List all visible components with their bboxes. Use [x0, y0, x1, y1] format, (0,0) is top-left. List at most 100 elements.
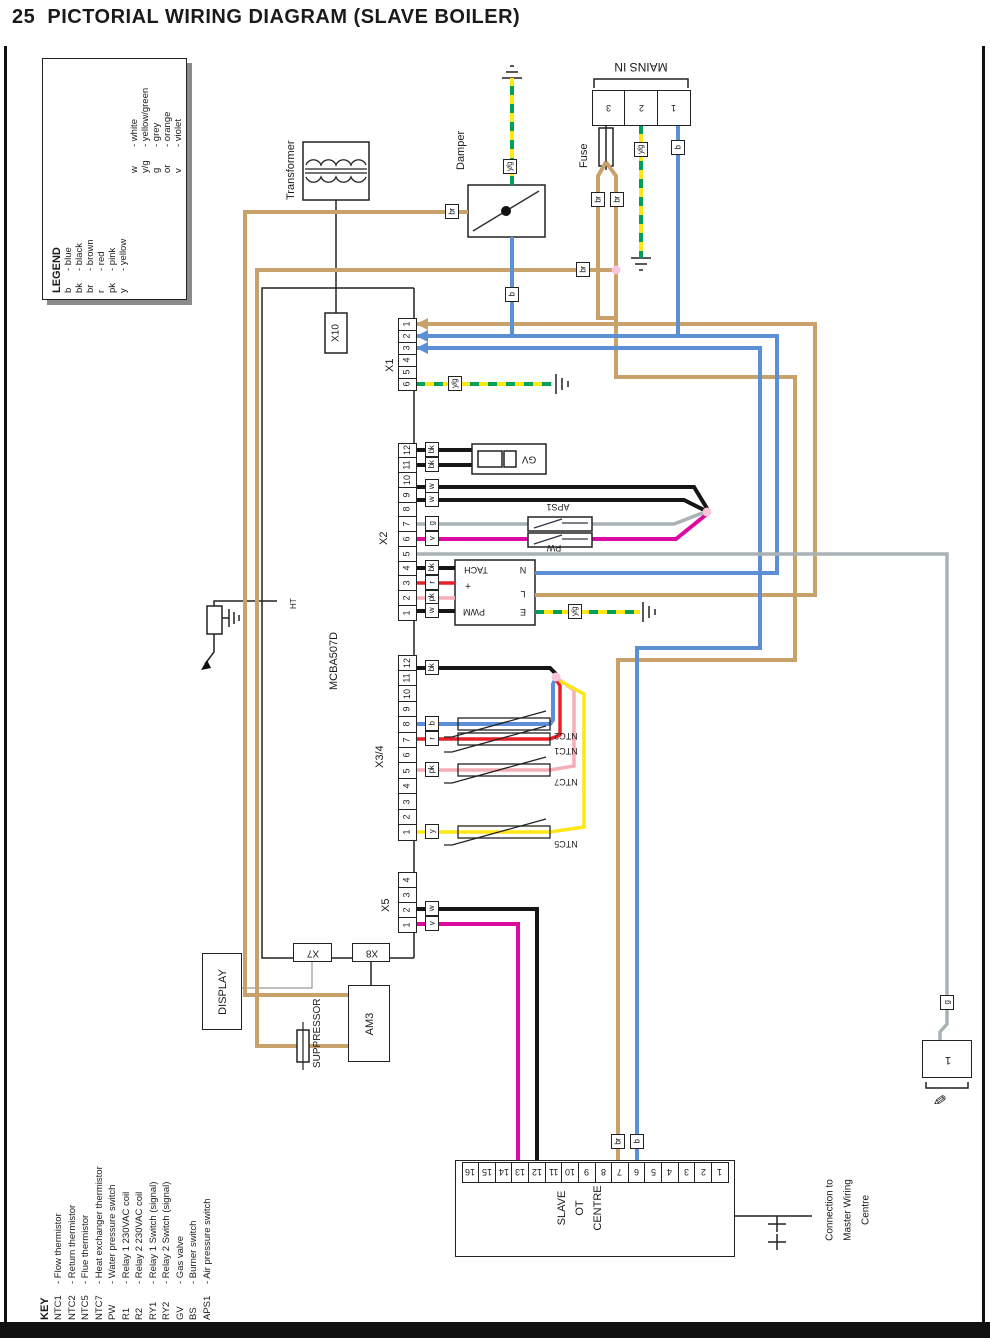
wire-color-label: bk: [425, 457, 439, 472]
legend-row: g- grey: [151, 122, 162, 173]
terminal-cell: 4: [397, 777, 417, 795]
fan-box: [454, 559, 536, 626]
mains-bracket: [593, 78, 689, 88]
ntc5-label: NTC5: [554, 839, 578, 849]
terminal-cell: 13: [511, 1161, 529, 1183]
key-row: RY1- Relay 1 Switch (signal): [147, 1181, 159, 1320]
wire-color-label: r: [425, 575, 439, 590]
ntc2-strike: [444, 710, 547, 738]
legend-row: or- orange: [162, 111, 173, 173]
fan-plus-label: +: [465, 579, 471, 591]
outdoor-sensor-plug-label: 1: [944, 1054, 952, 1066]
wire-color-label: br: [445, 204, 459, 219]
pw-label: PW: [546, 543, 562, 553]
terminal-cell: 6: [397, 747, 417, 764]
aps1-label: APS1: [546, 502, 570, 512]
terminal-cell: 10: [397, 685, 417, 702]
terminal-cell: 12: [397, 442, 417, 459]
legend-row: v- violet: [173, 119, 184, 173]
terminal-cell: 2: [397, 590, 417, 606]
wire-color-label: b: [425, 716, 439, 731]
transformer-winding-top: [305, 159, 367, 167]
x34-label: X3/4: [374, 745, 386, 768]
terminal-cell: 3: [677, 1161, 696, 1183]
arrow-brown-x1: [416, 318, 428, 330]
wire-color-label: b: [630, 1134, 644, 1149]
wire-blue-x1-to-ot6: [416, 346, 762, 1162]
key-row: NTC2- Return thermistor: [66, 1204, 78, 1320]
junction-dot-switches: [702, 507, 712, 517]
wire-color-label: y: [425, 824, 439, 839]
wire-color-label: r: [425, 731, 439, 746]
key-row: NTC1- Flow thermistor: [53, 1213, 64, 1320]
terminal-cell: 1: [397, 604, 417, 621]
legend-row: b- blue: [63, 247, 74, 293]
terminal-cell: 9: [397, 700, 417, 718]
wire-color-label: br: [591, 192, 605, 207]
terminal-cell: 10: [397, 472, 417, 488]
key-row: PW- Water pressure switch: [107, 1184, 118, 1320]
terminal-cell: 2: [397, 901, 417, 918]
wire-color-label: w: [425, 492, 439, 507]
page-border-right: [982, 46, 985, 1326]
ntc1-symbol: [457, 732, 551, 746]
wire-color-label: br: [576, 262, 590, 277]
terminal-cell: 2: [624, 89, 658, 126]
wire-color-label: br: [610, 192, 624, 207]
page-border-bottom: [0, 1322, 990, 1338]
wire-brown-fuse-to-ot7: [604, 160, 797, 1162]
outdoor-sensor-plug-box: 1: [922, 1040, 972, 1078]
fan-tach-label: TACH: [464, 565, 488, 575]
key-row: BS- Burner switch: [188, 1220, 199, 1320]
terminal-cell: 1: [656, 89, 691, 126]
terminal-cell: 2: [397, 808, 417, 826]
wire-brown-fuse-branch: [596, 161, 616, 320]
damper-pivot: [501, 206, 511, 216]
wire-color-label: g: [940, 995, 954, 1010]
ground-icon-damper: [502, 65, 522, 79]
connection-note-line3: Centre: [860, 1194, 872, 1226]
sensor-bracket: [925, 1082, 969, 1089]
wire-violet-x5-to-ot13: [416, 922, 520, 1162]
wire-color-label: v: [425, 531, 439, 546]
wire-color-label: y/g: [448, 376, 462, 391]
wire-color-label: pk: [425, 762, 439, 777]
pw-contact: [533, 534, 588, 545]
ntc5-symbol: [457, 825, 551, 839]
arrow-blue-x1-2: [416, 330, 428, 342]
spark-arrow-icon: [201, 660, 211, 670]
display-to-x7-lead: [242, 962, 313, 989]
x8-label: X8: [365, 947, 379, 959]
display-box: DISPLAY: [202, 953, 242, 1030]
fan-e-label: E: [519, 607, 527, 617]
terminal-cell: 7: [397, 516, 417, 532]
legend-row: br- brown: [85, 239, 96, 293]
key-row: NTC5- Flue thermistor: [80, 1214, 91, 1320]
ground-icon-x1: [555, 374, 569, 394]
aps1-switch-symbol: [527, 516, 593, 532]
key-row: R1- Relay 1 230VAC coil: [120, 1191, 132, 1320]
terminal-cell: 11: [397, 669, 417, 687]
key-row: R2- Relay 2 230VAC coil: [134, 1191, 145, 1320]
key-heading: KEY: [39, 1297, 51, 1320]
terminal-cell: 1: [710, 1161, 729, 1183]
ntc2-label: NTC2: [554, 731, 578, 741]
terminal-cell: 3: [397, 575, 417, 591]
wire-black-sensor-common: [416, 666, 558, 676]
ntc7-symbol: [457, 763, 551, 777]
transformer-symbol: [302, 141, 370, 201]
mcba-board-outline: [261, 287, 415, 959]
ntc1-label: NTC1: [554, 746, 578, 756]
slave-ot-line1: SLAVE: [556, 1190, 568, 1226]
legend-heading: LEGEND: [51, 247, 63, 293]
terminal-cell: 4: [397, 560, 417, 577]
gas-valve-coil: [477, 450, 503, 468]
